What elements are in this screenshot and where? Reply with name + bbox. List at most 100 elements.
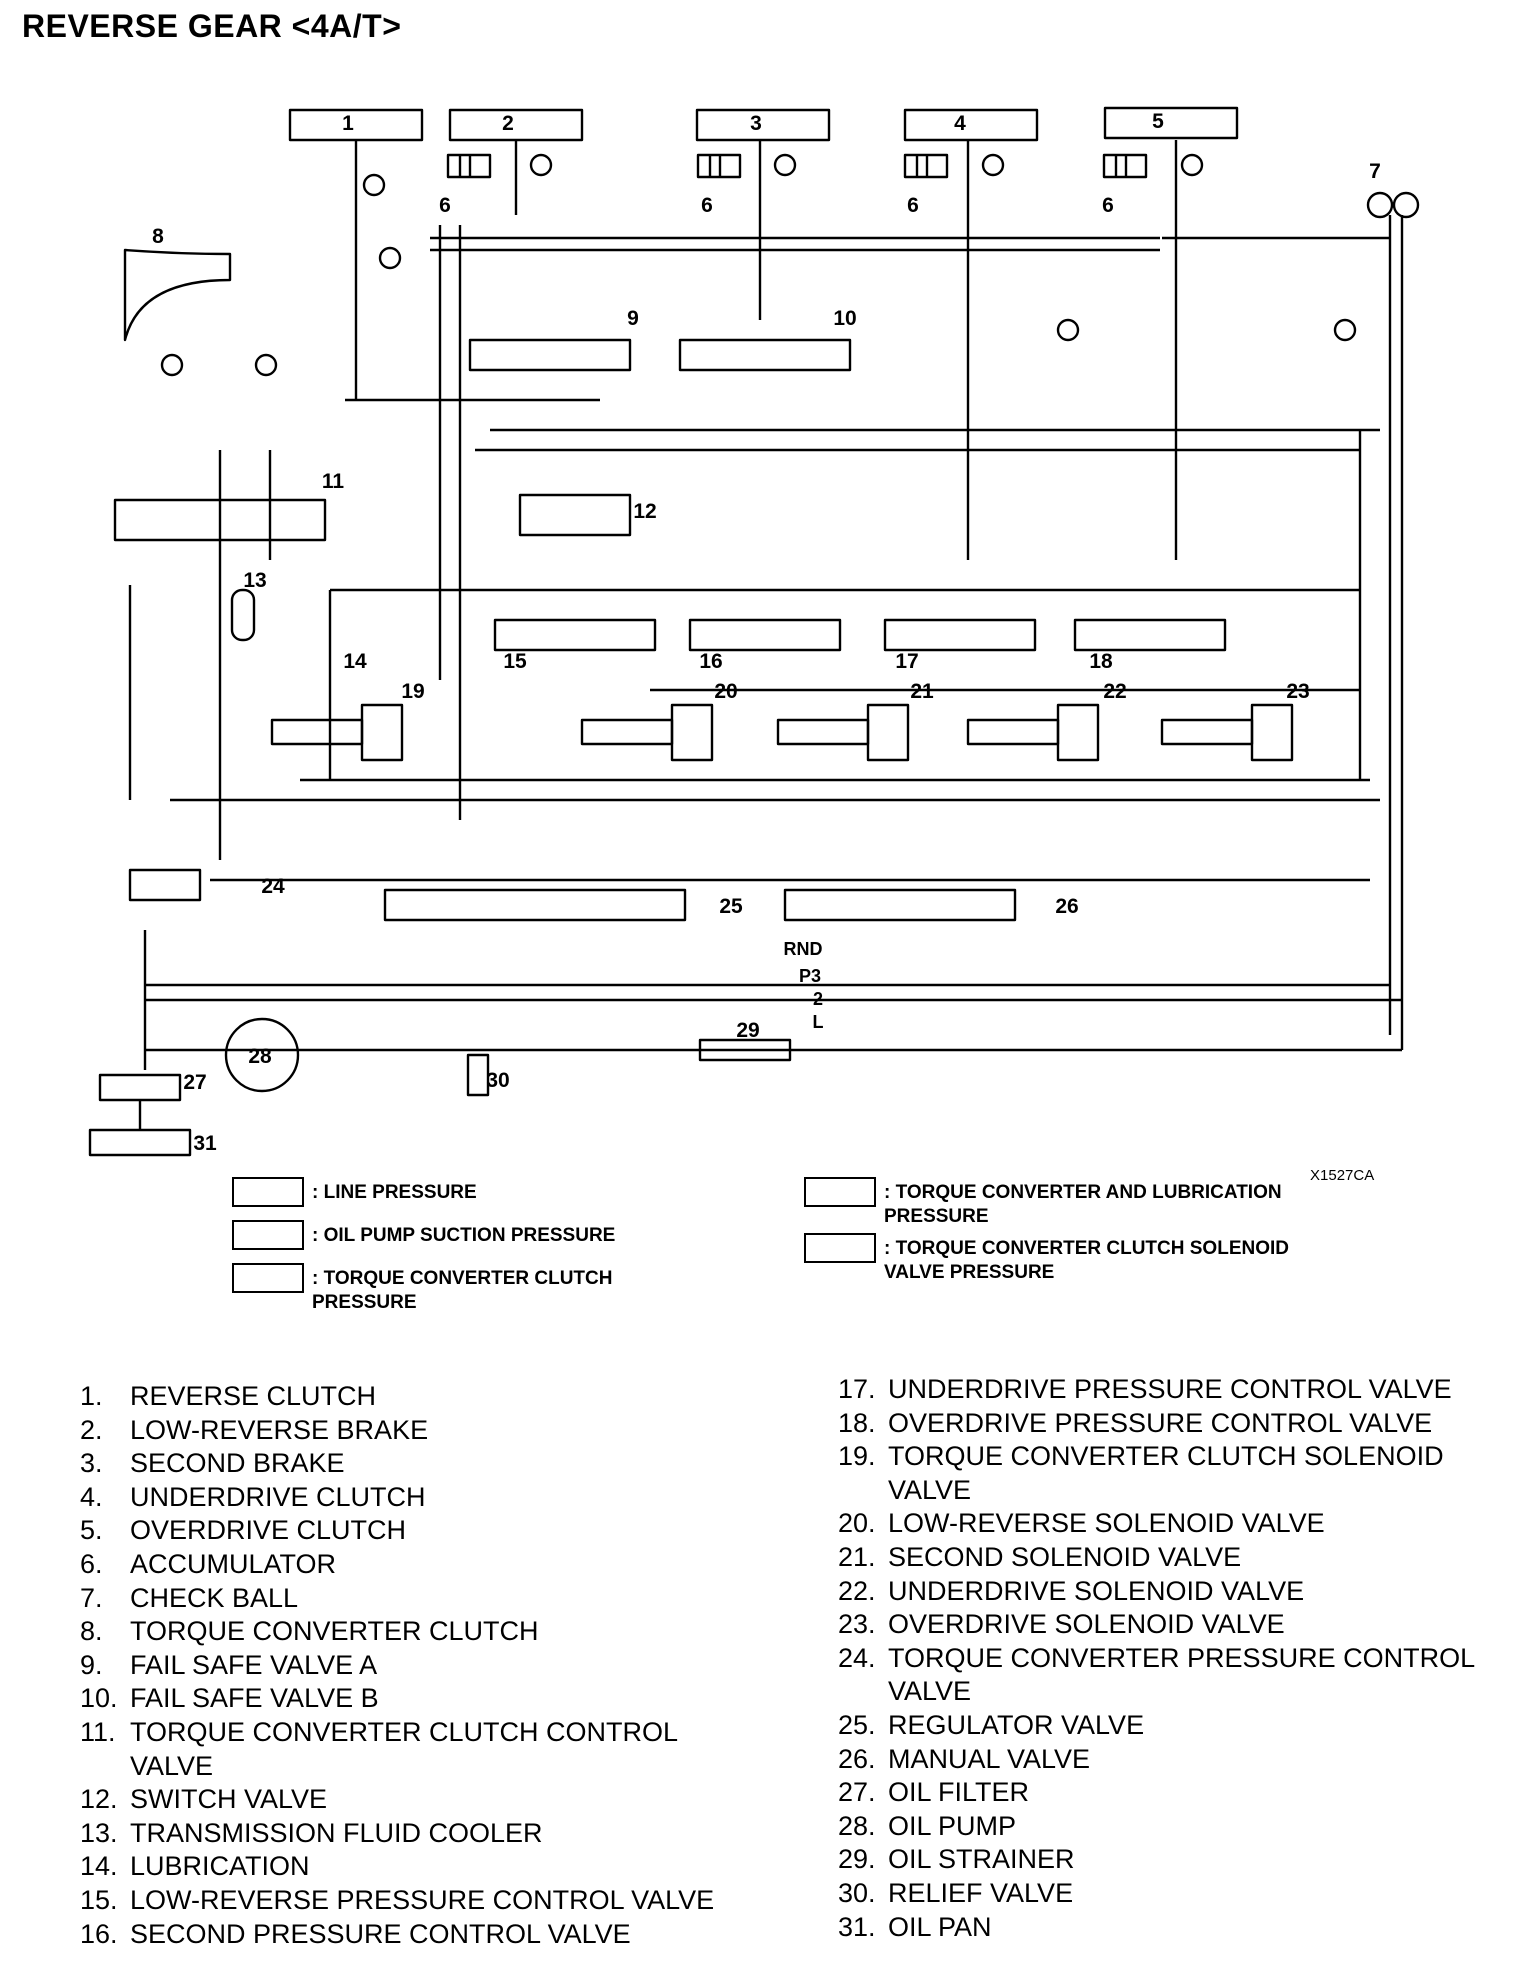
shift-position-label: 2 bbox=[813, 989, 823, 1009]
hydraulic-circuit-diagram: 1234566667891011121314151617181920212223… bbox=[88, 106, 1420, 1180]
solenoid-valves bbox=[270, 703, 1294, 762]
callout-7: 7 bbox=[1369, 160, 1381, 183]
part-item: 26.MANUAL VALVE bbox=[838, 1743, 1518, 1777]
part-number: 1. bbox=[80, 1381, 103, 1411]
part-label: OIL FILTER bbox=[888, 1777, 1030, 1808]
callout-17: 17 bbox=[895, 650, 918, 673]
callout-20: 20 bbox=[714, 680, 737, 703]
callout-30: 30 bbox=[486, 1069, 509, 1092]
oil-pan-shape bbox=[88, 1128, 192, 1157]
part-label: TORQUE CONVERTER CLUTCH bbox=[130, 1616, 539, 1647]
callout-4: 4 bbox=[954, 112, 966, 135]
callout-10: 10 bbox=[833, 307, 856, 330]
part-number: 30. bbox=[838, 1877, 876, 1908]
part-label: OIL STRAINER bbox=[888, 1844, 1075, 1875]
part-item: 23. OVERDRIVE SOLENOID VALVE bbox=[838, 1608, 1518, 1642]
part-label: UNDERDRIVE CLUTCH bbox=[130, 1481, 426, 1512]
part-number: 23. bbox=[838, 1609, 876, 1640]
callout-29: 29 bbox=[736, 1019, 759, 1042]
part-label: LOW-REVERSE BRAKE bbox=[130, 1414, 429, 1445]
shift-position-label: L bbox=[813, 1012, 824, 1032]
part-item: 29.OIL STRAINER bbox=[838, 1843, 1518, 1877]
part-item: 30. RELIEF VALVE bbox=[838, 1877, 1518, 1911]
accumulators bbox=[446, 153, 1148, 179]
part-number: 14. bbox=[80, 1851, 118, 1882]
callout-24: 24 bbox=[261, 875, 285, 898]
part-number: 6. bbox=[80, 1548, 103, 1579]
part-item: 8. TORQUE CONVERTER CLUTCH bbox=[80, 1615, 760, 1649]
part-label: LOW-REVERSE PRESSURE CONTROL VALVE bbox=[130, 1884, 715, 1915]
shift-position-label: RND bbox=[784, 939, 823, 959]
callout-25: 25 bbox=[719, 895, 743, 918]
part-label: TORQUE CONVERTER CLUTCH SOLENOID VALVE bbox=[888, 1441, 1444, 1505]
legend-text: : TORQUE CONVERTER CLUTCH PRESSURE bbox=[312, 1268, 613, 1313]
part-number: 8. bbox=[80, 1616, 103, 1647]
callout-16: 16 bbox=[699, 650, 722, 673]
part-number: 4. bbox=[80, 1481, 103, 1512]
part-item: 19.TORQUE CONVERTER CLUTCH SOLENOID VALV… bbox=[838, 1440, 1518, 1507]
part-item: 28.OIL PUMP bbox=[838, 1810, 1518, 1844]
legend-swatch bbox=[232, 1220, 304, 1250]
clutch-boxes bbox=[288, 106, 1239, 142]
callout-12: 12 bbox=[633, 500, 656, 523]
part-item: 13. TRANSMISSION FLUID COOLER bbox=[80, 1817, 760, 1851]
callout-28: 28 bbox=[248, 1045, 272, 1068]
legend-swatch bbox=[804, 1177, 876, 1207]
callout-8: 8 bbox=[152, 225, 164, 248]
part-label: TRANSMISSION FLUID COOLER bbox=[130, 1817, 543, 1848]
part-number: 13. bbox=[80, 1817, 118, 1848]
part-label: LOW-REVERSE SOLENOID VALVE bbox=[888, 1508, 1325, 1539]
callout-3: 3 bbox=[750, 112, 762, 135]
callout-2: 2 bbox=[502, 112, 514, 135]
relief-valve-shape bbox=[466, 1053, 490, 1097]
part-number: 22. bbox=[838, 1575, 876, 1606]
part-label: CHECK BALL bbox=[130, 1582, 299, 1613]
part-item: 11.TORQUE CONVERTER CLUTCH CONTROL VALVE bbox=[80, 1716, 760, 1783]
torque-converter-shape bbox=[123, 248, 232, 342]
check-balls bbox=[378, 191, 1420, 342]
oil-passages bbox=[128, 140, 1404, 1070]
part-item: 5.OVERDRIVE CLUTCH bbox=[80, 1514, 760, 1548]
part-item: 20. LOW-REVERSE SOLENOID VALVE bbox=[838, 1507, 1518, 1541]
callout-6: 6 bbox=[1102, 194, 1114, 217]
part-label: SWITCH VALVE bbox=[130, 1784, 328, 1815]
part-number: 18. bbox=[838, 1407, 876, 1438]
part-label: TORQUE CONVERTER PRESSURE CONTROL VALVE bbox=[888, 1642, 1475, 1707]
part-number: 9. bbox=[80, 1649, 103, 1680]
part-item: 25.REGULATOR VALVE bbox=[838, 1709, 1518, 1743]
part-number: 28. bbox=[838, 1810, 876, 1841]
legend-swatch bbox=[232, 1263, 304, 1293]
callout-1: 1 bbox=[342, 112, 354, 135]
shift-position-label: P3 bbox=[799, 966, 821, 986]
part-number: 2. bbox=[80, 1414, 103, 1445]
part-number: 15. bbox=[80, 1884, 118, 1915]
callout-26: 26 bbox=[1055, 895, 1078, 918]
part-label: OVERDRIVE PRESSURE CONTROL VALVE bbox=[888, 1407, 1433, 1438]
part-number: 25. bbox=[838, 1709, 876, 1740]
legend-swatch bbox=[804, 1233, 876, 1263]
legend-text: : OIL PUMP SUCTION PRESSURE bbox=[312, 1225, 616, 1246]
part-label: RELIEF VALVE bbox=[888, 1877, 1074, 1908]
oil-pump-shape bbox=[224, 1017, 300, 1093]
oil-filter-shape bbox=[98, 1073, 182, 1102]
part-item: 6.ACCUMULATOR bbox=[80, 1548, 760, 1582]
part-label: UNDERDRIVE PRESSURE CONTROL VALVE bbox=[888, 1374, 1452, 1404]
part-item: 18. OVERDRIVE PRESSURE CONTROL VALVE bbox=[838, 1407, 1518, 1441]
callout-14: 14 bbox=[343, 650, 367, 673]
part-number: 20. bbox=[838, 1508, 876, 1539]
part-number: 3. bbox=[80, 1448, 103, 1479]
legend-text: : TORQUE CONVERTER CLUTCH SOLENOID VALVE… bbox=[884, 1238, 1289, 1283]
part-item: 17.UNDERDRIVE PRESSURE CONTROL VALVE bbox=[838, 1373, 1518, 1407]
callout-9: 9 bbox=[627, 307, 639, 330]
legend-text: : TORQUE CONVERTER AND LUBRICATION PRESS… bbox=[884, 1182, 1282, 1227]
part-item: 2. LOW-REVERSE BRAKE bbox=[80, 1414, 760, 1448]
part-number: 31. bbox=[838, 1911, 876, 1942]
callout-31: 31 bbox=[193, 1132, 217, 1155]
callout-15: 15 bbox=[503, 650, 527, 673]
part-item: 1.REVERSE CLUTCH bbox=[80, 1380, 760, 1414]
part-label: OVERDRIVE SOLENOID VALVE bbox=[888, 1609, 1285, 1640]
part-item: 4. UNDERDRIVE CLUTCH bbox=[80, 1481, 760, 1515]
part-item: 15. LOW-REVERSE PRESSURE CONTROL VALVE bbox=[80, 1884, 760, 1918]
page-title: REVERSE GEAR <4A/T> bbox=[22, 8, 402, 44]
